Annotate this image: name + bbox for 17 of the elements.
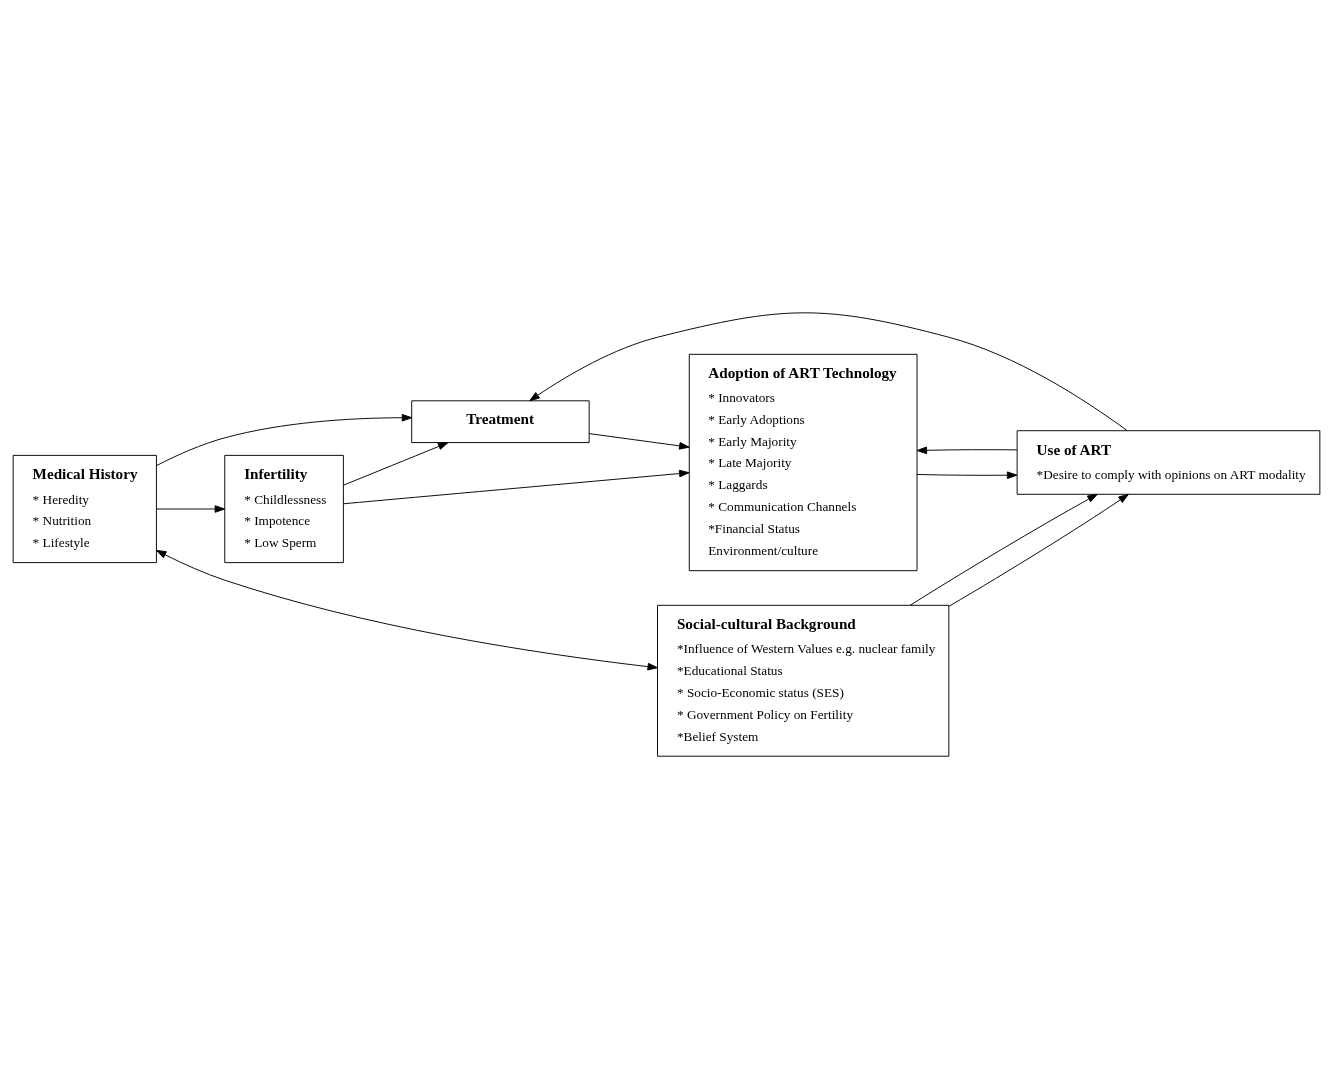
arrow xyxy=(343,469,690,504)
node-box: Medical History * Heredity * Nutrition * Lifestyle xyxy=(12,454,157,563)
arrow xyxy=(588,432,690,450)
node-box: Adoption of ART Technology * Innovators * Early Adoptions * Early Majority * Late Majority * Laggards * Communication Channels *Financial Status Environment/culture xyxy=(688,353,918,571)
node-box: Treatment xyxy=(411,399,590,443)
node-box: Use of ART *Desire to comply with opinions on ART modality xyxy=(1016,429,1321,495)
node-box: Social-cultural Background *Influence of Western Values e.g. nuclear family *Educational Status * Socio-Economic status (SES) * Government Policy on Fertility *Belief System xyxy=(657,604,950,757)
arrow xyxy=(916,470,1018,479)
arrow xyxy=(343,441,449,486)
arrow xyxy=(916,446,1018,454)
node-box: Infertility * Childlessness * Impotence * Low Sperm xyxy=(224,454,344,563)
arrow xyxy=(156,549,658,670)
arrow xyxy=(909,493,1098,606)
arrow xyxy=(156,413,413,466)
arrow xyxy=(529,311,1128,431)
arrow xyxy=(155,504,226,513)
arrow xyxy=(948,493,1129,607)
